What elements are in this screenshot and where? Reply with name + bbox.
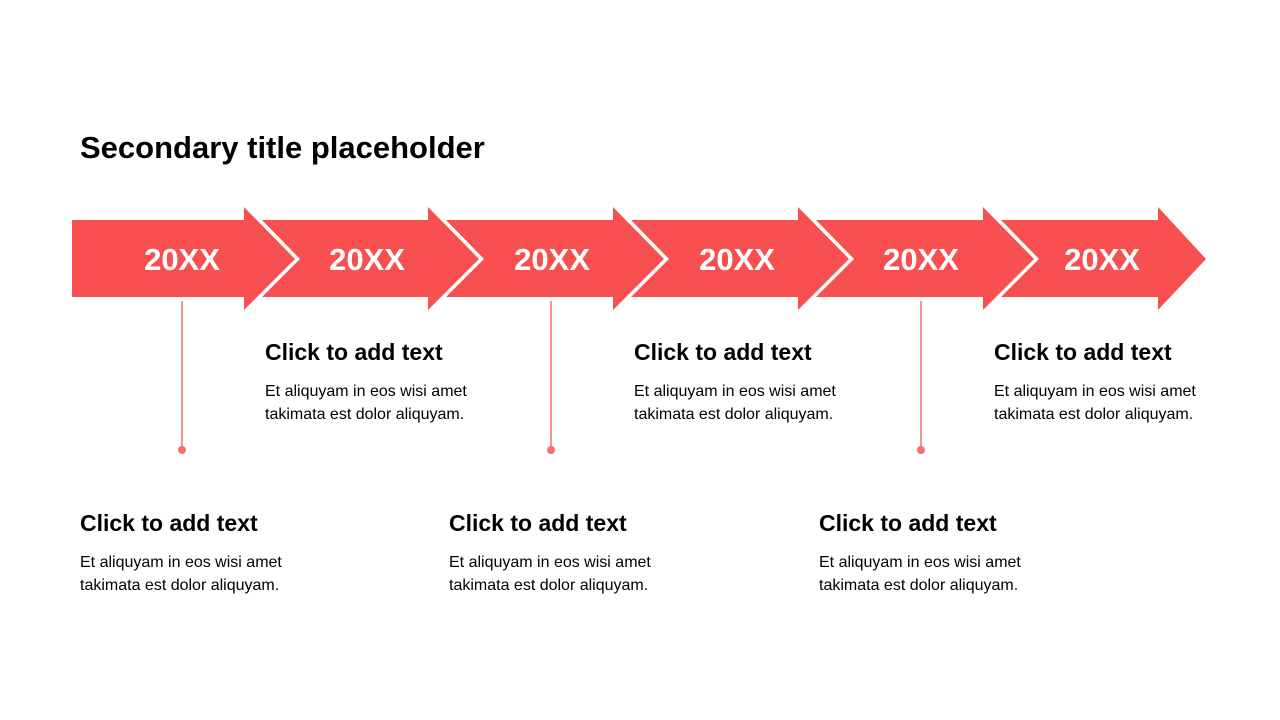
lower-text-block-2[interactable]: Click to add text Et aliquyam in eos wis… [449, 508, 709, 597]
block-body-line: Et aliquyam in eos wisi amet [634, 383, 836, 400]
block-heading[interactable]: Click to add text [80, 510, 258, 536]
slide-title: Secondary title placeholder [80, 130, 485, 165]
block-body-line: takimata est dolor aliquyam. [449, 577, 649, 594]
block-heading[interactable]: Click to add text [634, 339, 812, 365]
block-body[interactable]: Et aliquyam in eos wisi amet takimata es… [819, 551, 1079, 597]
arrow-shape [262, 207, 479, 310]
arrow-shape [72, 207, 295, 310]
arrow-year-label: 20XX [514, 242, 590, 277]
arrow-year-label: 20XX [144, 242, 220, 277]
block-heading[interactable]: Click to add text [265, 339, 443, 365]
block-body-line: Et aliquyam in eos wisi amet [449, 554, 651, 571]
connector-dot [547, 446, 555, 454]
block-body[interactable]: Et aliquyam in eos wisi amet takimata es… [449, 551, 709, 597]
lower-text-block-3[interactable]: Click to add text Et aliquyam in eos wis… [819, 508, 1079, 597]
arrow-shape [816, 207, 1034, 310]
upper-text-block-1[interactable]: Click to add text Et aliquyam in eos wis… [265, 337, 525, 426]
arrow-shape [1001, 207, 1206, 310]
block-heading[interactable]: Click to add text [449, 510, 627, 536]
block-body-line: takimata est dolor aliquyam. [265, 406, 465, 423]
upper-text-block-2[interactable]: Click to add text Et aliquyam in eos wis… [634, 337, 894, 426]
arrow-year-label: 20XX [1064, 242, 1140, 277]
arrow-shape [446, 207, 664, 310]
block-body-line: takimata est dolor aliquyam. [634, 406, 834, 423]
block-body-line: Et aliquyam in eos wisi amet [80, 554, 282, 571]
connector-3 [917, 301, 925, 454]
timeline-arrow-3: 20XX [446, 207, 664, 310]
connector-1 [178, 301, 186, 454]
arrow-year-label: 20XX [329, 242, 405, 277]
block-body-line: takimata est dolor aliquyam. [994, 406, 1194, 423]
connector-2 [547, 301, 555, 454]
connector-dot [178, 446, 186, 454]
arrow-year-label: 20XX [699, 242, 775, 277]
timeline-arrow-6: 20XX [1001, 207, 1206, 310]
timeline-arrow-2: 20XX [262, 207, 479, 310]
block-body[interactable]: Et aliquyam in eos wisi amet takimata es… [265, 380, 525, 426]
timeline-arrow-4: 20XX [631, 207, 849, 310]
arrow-shape [631, 207, 849, 310]
arrow-year-label: 20XX [883, 242, 959, 277]
block-body-line: Et aliquyam in eos wisi amet [994, 383, 1196, 400]
block-heading[interactable]: Click to add text [819, 510, 997, 536]
block-body[interactable]: Et aliquyam in eos wisi amet takimata es… [80, 551, 340, 597]
connector-dot [917, 446, 925, 454]
block-heading[interactable]: Click to add text [994, 339, 1172, 365]
block-body-line: takimata est dolor aliquyam. [80, 577, 280, 594]
upper-text-block-3[interactable]: Click to add text Et aliquyam in eos wis… [994, 337, 1254, 426]
timeline-arrow-1: 20XX [72, 207, 295, 310]
block-body-line: takimata est dolor aliquyam. [819, 577, 1019, 594]
block-body[interactable]: Et aliquyam in eos wisi amet takimata es… [994, 380, 1254, 426]
block-body-line: Et aliquyam in eos wisi amet [265, 383, 467, 400]
block-body-line: Et aliquyam in eos wisi amet [819, 554, 1021, 571]
timeline-arrow-5: 20XX [816, 207, 1034, 310]
block-body[interactable]: Et aliquyam in eos wisi amet takimata es… [634, 380, 894, 426]
lower-text-block-1[interactable]: Click to add text Et aliquyam in eos wis… [80, 508, 340, 597]
